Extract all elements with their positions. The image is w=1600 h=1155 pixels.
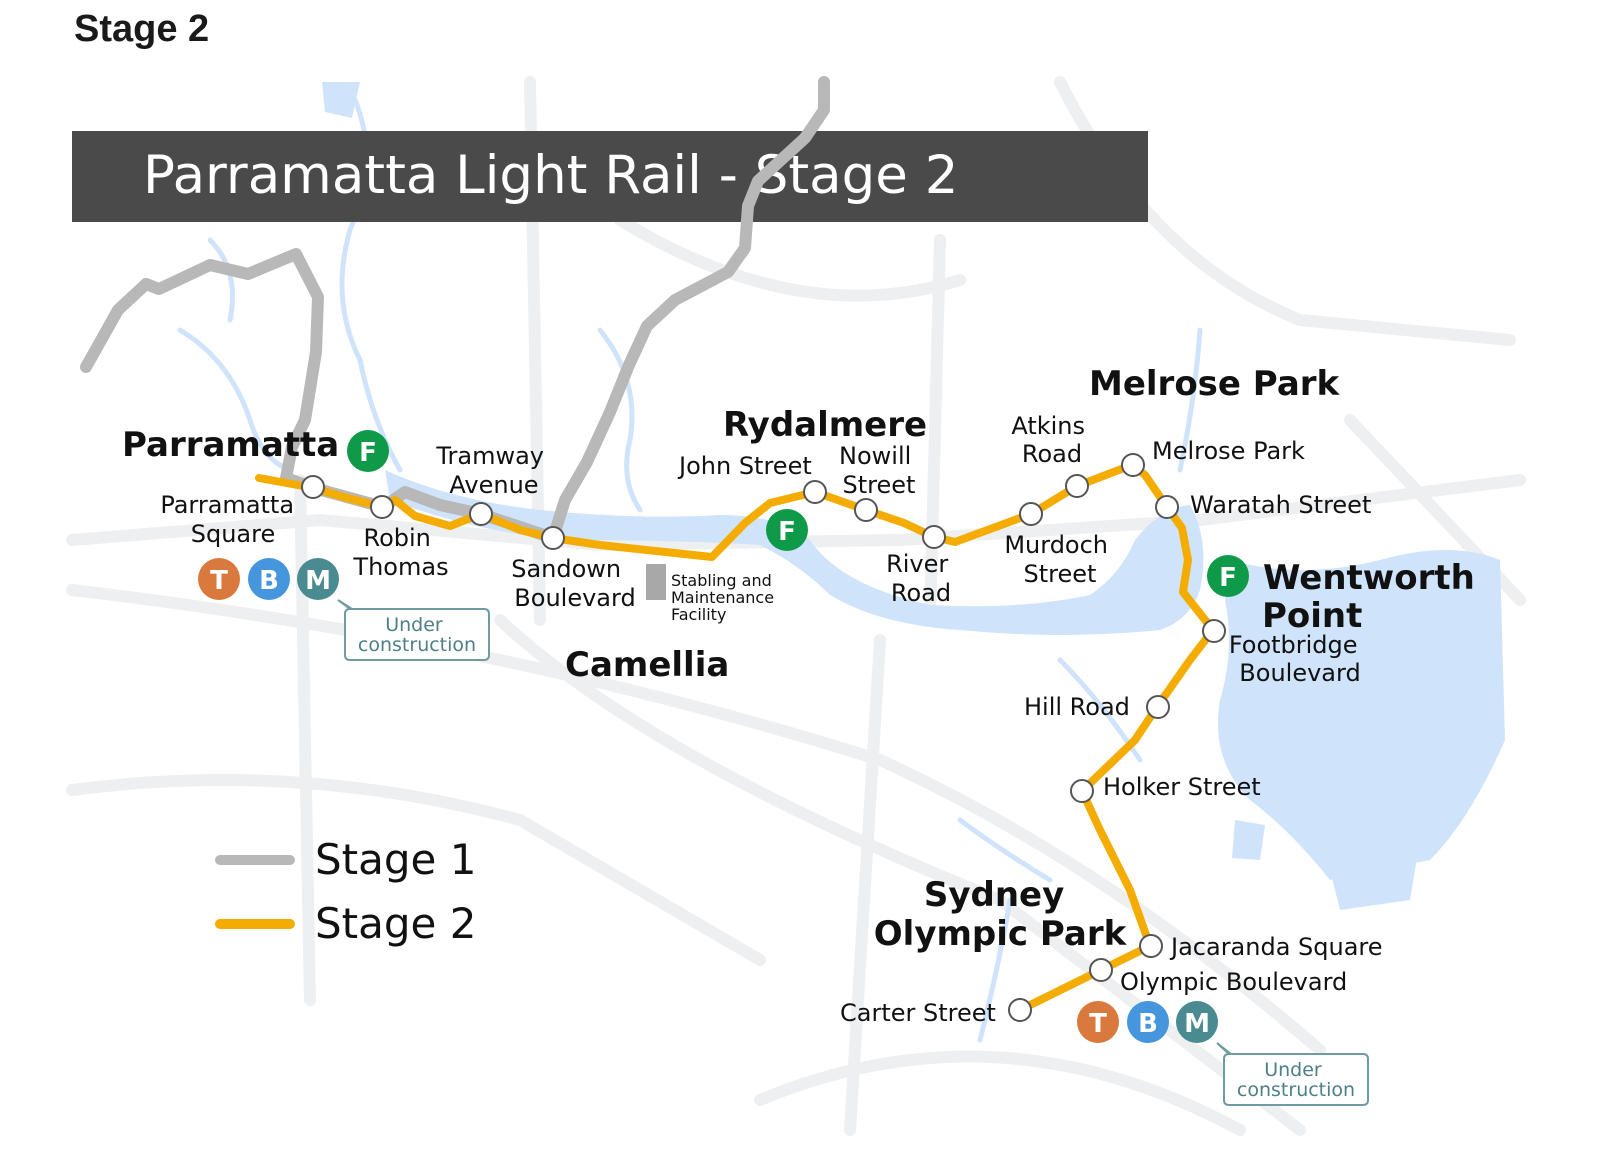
- stop-marker-robin-thomas[interactable]: [370, 495, 394, 519]
- legend-label-stage-1: Stage 1: [315, 835, 476, 884]
- stabling-facility-icon: [646, 564, 666, 600]
- svg-text:T: T: [1089, 1009, 1107, 1039]
- stop-marker-carter-street[interactable]: [1008, 998, 1032, 1022]
- svg-text:B: B: [259, 566, 279, 596]
- stop-marker-waratah-street[interactable]: [1155, 495, 1179, 519]
- svg-text:Under construction: Under construction: [1237, 1059, 1355, 1101]
- stop-label-melrose-park: Melrose Park: [1152, 437, 1305, 465]
- ferry-icon-wentworth-point: F: [1207, 555, 1249, 597]
- svg-text:F: F: [359, 438, 377, 468]
- stop-label-sandown-boulevard: Sandown Boulevard: [511, 555, 635, 612]
- area-label-wentworth-point: Wentworth Point: [1262, 558, 1487, 636]
- svg-text:M: M: [1184, 1009, 1210, 1039]
- stop-label-footbridge-boulevard: Footbridge Boulevard: [1229, 631, 1365, 687]
- stop-label-holker-street: Holker Street: [1103, 773, 1261, 801]
- stop-label-river-road: River Road: [886, 550, 956, 607]
- bus-icon: B: [1127, 1001, 1169, 1043]
- stop-marker-atkins-road[interactable]: [1065, 474, 1089, 498]
- stop-label-atkins-road: Atkins Road: [1011, 412, 1092, 468]
- stop-marker-murdoch-street[interactable]: [1019, 502, 1043, 526]
- svg-text:Under construction: Under construction: [358, 614, 476, 656]
- stop-marker-nowill-street[interactable]: [854, 498, 878, 522]
- area-label-camellia: Camellia: [565, 645, 729, 685]
- stop-label-parramatta-square: Parramatta Square: [160, 491, 301, 548]
- stop-label-hill-road: Hill Road: [1024, 693, 1130, 721]
- svg-text:M: M: [305, 566, 331, 596]
- stop-label-olympic-boulevard: Olympic Boulevard: [1120, 968, 1347, 996]
- interchange-icons-olympic-park: T B M: [1077, 1001, 1218, 1043]
- stop-marker-john-street[interactable]: [803, 480, 827, 504]
- metro-icon: M: [297, 558, 339, 600]
- stop-marker-sandown-boulevard[interactable]: [541, 526, 565, 550]
- stop-label-tramway-avenue: Tramway Avenue: [435, 442, 551, 499]
- stop-marker-tramway-avenue[interactable]: [469, 502, 493, 526]
- svg-text:F: F: [778, 517, 796, 547]
- stop-marker-melrose-park[interactable]: [1121, 453, 1145, 477]
- page-heading: Stage 2: [74, 8, 210, 50]
- map-title: Parramatta Light Rail - Stage 2: [143, 145, 958, 206]
- stop-label-murdoch-street: Murdoch Street: [1004, 531, 1115, 588]
- callout-under-construction-parramatta: Under construction: [337, 599, 490, 661]
- stabling-facility-label: Stabling and Maintenance Facility: [671, 571, 779, 624]
- legend: Stage 1 Stage 2: [215, 835, 476, 948]
- stop-label-jacaranda-square: Jacaranda Square: [1169, 933, 1383, 961]
- stage-2-line: [255, 461, 1217, 1014]
- area-label-melrose-park: Melrose Park: [1089, 364, 1341, 404]
- stop-label-waratah-street: Waratah Street: [1190, 491, 1371, 519]
- stop-label-john-street: John Street: [677, 452, 812, 480]
- legend-label-stage-2: Stage 2: [315, 899, 476, 948]
- area-label-rydalmere: Rydalmere: [723, 405, 927, 445]
- svg-text:T: T: [210, 566, 228, 596]
- stop-marker-jacaranda-square[interactable]: [1139, 934, 1163, 958]
- title-bar: [72, 131, 1148, 222]
- stop-marker-holker-street[interactable]: [1070, 779, 1094, 803]
- stop-marker-river-road[interactable]: [922, 525, 946, 549]
- stop-marker-olympic-boulevard[interactable]: [1089, 958, 1113, 982]
- stop-label-carter-street: Carter Street: [840, 999, 996, 1027]
- stop-markers: [301, 453, 1226, 1022]
- area-label-parramatta: Parramatta: [122, 425, 339, 465]
- waterways: [322, 82, 1505, 910]
- ferry-icon-rydalmere: F: [766, 509, 808, 551]
- metro-icon: M: [1176, 1001, 1218, 1043]
- train-icon: T: [1077, 1001, 1119, 1043]
- stop-marker-parramatta-square[interactable]: [301, 475, 325, 499]
- train-icon: T: [198, 558, 240, 600]
- bus-icon: B: [248, 558, 290, 600]
- interchange-icons-parramatta: T B M: [198, 558, 339, 600]
- stop-label-robin-thomas: Robin Thomas: [352, 524, 448, 581]
- stop-marker-footbridge-boulevard[interactable]: [1202, 619, 1226, 643]
- svg-text:B: B: [1138, 1009, 1158, 1039]
- ferry-icon-parramatta: F: [347, 430, 389, 472]
- callout-under-construction-olympic-park: Under construction: [1216, 1042, 1369, 1106]
- stop-marker-hill-road[interactable]: [1146, 695, 1170, 719]
- area-label-sydney-olympic-park: Sydney Olympic Park: [874, 875, 1128, 954]
- svg-text:F: F: [1219, 563, 1237, 593]
- stop-label-nowill-street: Nowill Street: [839, 442, 919, 499]
